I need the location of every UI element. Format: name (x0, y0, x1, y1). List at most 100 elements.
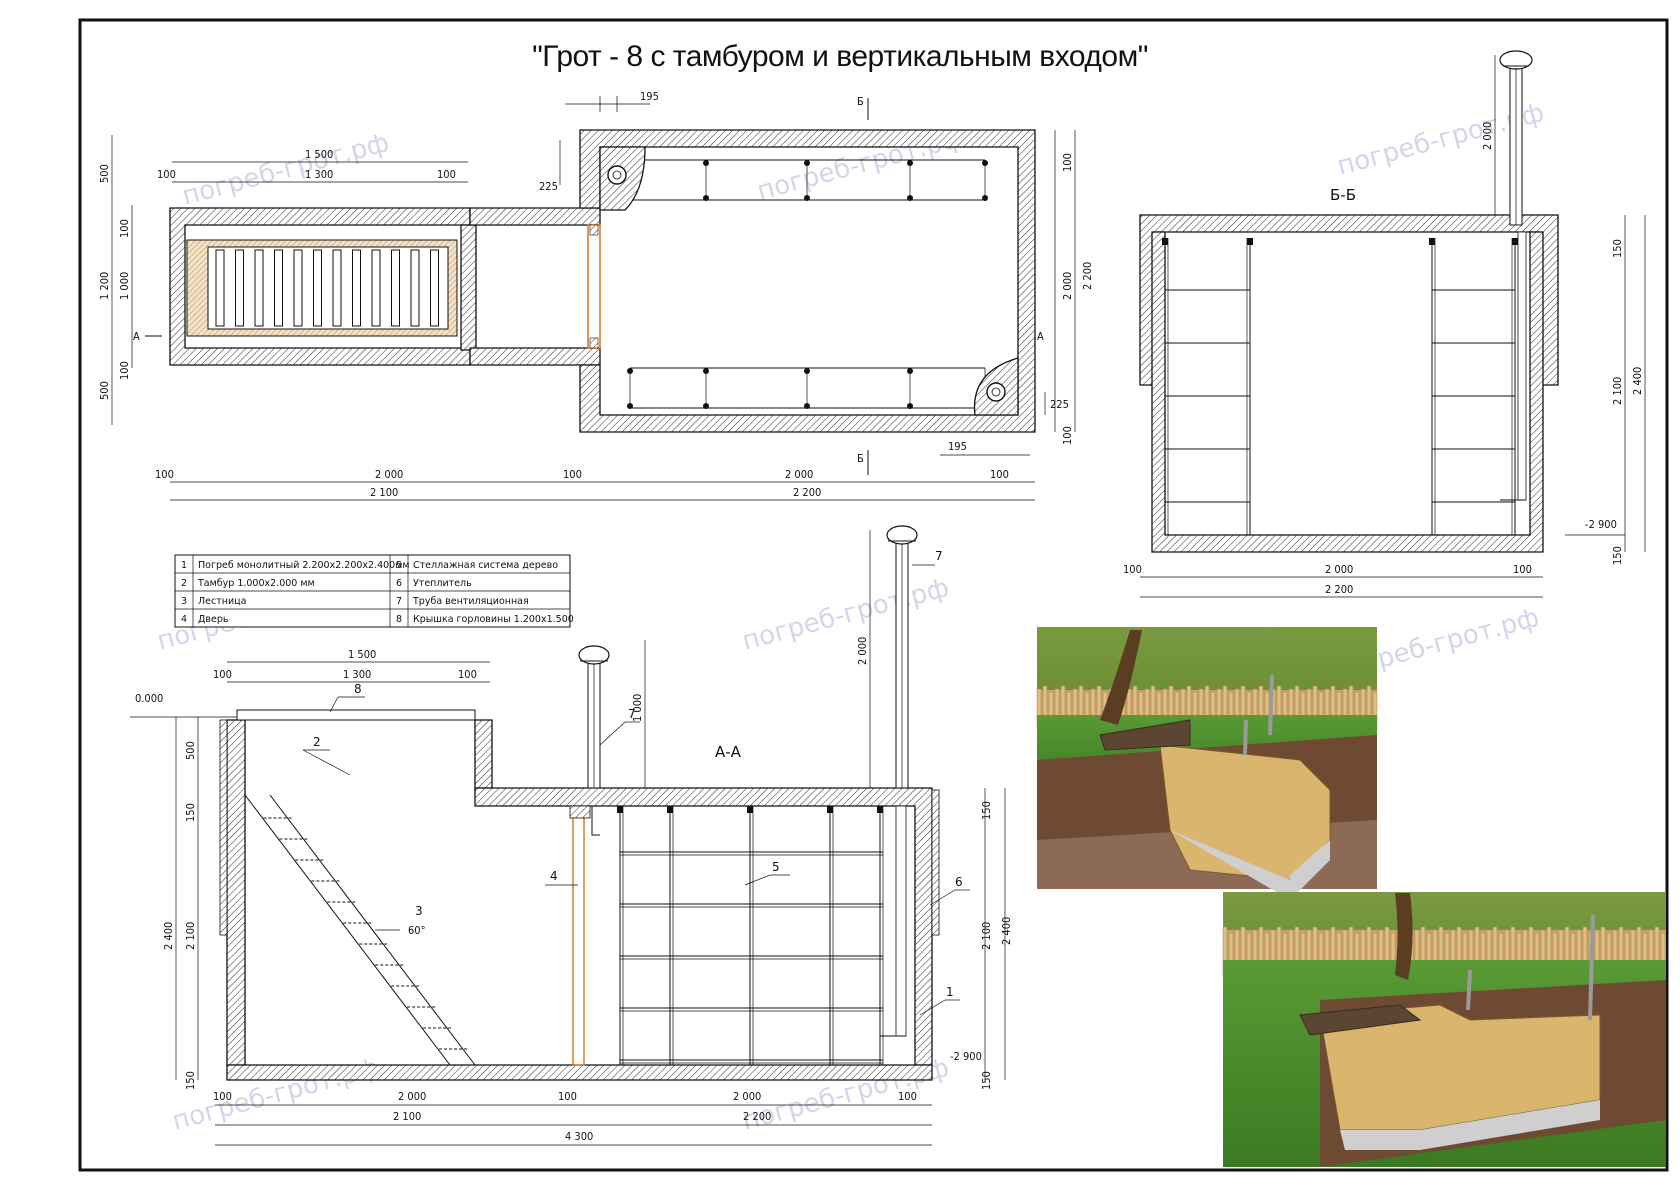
svg-text:8: 8 (354, 682, 362, 696)
aa-door (572, 814, 585, 1066)
svg-text:150: 150 (980, 801, 993, 820)
render-1 (1036, 627, 1378, 900)
svg-text:2 000: 2 000 (375, 468, 403, 481)
aa-vent-pipe-long (880, 525, 918, 1037)
aa-upper-wall (474, 719, 493, 789)
stair-tread (274, 249, 283, 327)
svg-text:150: 150 (980, 1071, 993, 1090)
drawing-title: "Грот - 8 с тамбуром и вертикальным вход… (532, 40, 1148, 73)
svg-text:2 000: 2 000 (1325, 563, 1353, 576)
stair-tread (352, 249, 361, 327)
legend-number: 7 (396, 596, 402, 607)
svg-text:5: 5 (772, 860, 780, 874)
sheet-frame (78, 18, 1669, 1172)
svg-text:100: 100 (118, 219, 131, 238)
aa-tambour-wall (226, 719, 246, 1066)
watermark: погреб-грот.рф (739, 573, 952, 657)
legend-number: 4 (181, 614, 187, 625)
svg-text:2 100: 2 100 (184, 922, 197, 950)
corridor-top-wall (469, 207, 601, 226)
svg-text:6: 6 (955, 875, 963, 889)
section-aa: А-А 0.000 (130, 525, 1013, 1146)
legend-number: 1 (181, 560, 187, 571)
svg-text:0.000: 0.000 (135, 692, 163, 705)
legend-number: 2 (181, 578, 187, 589)
legend-text: Тамбур 1.000х2.000 мм (197, 578, 315, 589)
svg-text:3: 3 (415, 904, 423, 918)
aa-stairs (244, 794, 476, 1066)
svg-text:1 300: 1 300 (305, 168, 333, 181)
svg-text:100: 100 (1061, 426, 1074, 445)
svg-text:2 000: 2 000 (398, 1090, 426, 1103)
section-bb-shelves (1162, 238, 1518, 535)
svg-text:100: 100 (563, 468, 582, 481)
svg-text:100: 100 (155, 468, 174, 481)
legend-text: Погреб монолитный 2.200х2.200х2.400мм (198, 560, 410, 571)
stair-tread (371, 249, 381, 327)
legend-text: Утеплитель (413, 578, 472, 589)
svg-text:4: 4 (550, 869, 558, 883)
section-bb-walls (1139, 214, 1559, 386)
svg-text:500: 500 (98, 381, 111, 400)
vent-pipe-bottom (986, 382, 1006, 402)
svg-text:1 500: 1 500 (348, 648, 376, 661)
svg-text:100: 100 (990, 468, 1009, 481)
svg-text:2 200: 2 200 (1081, 262, 1094, 290)
stair-tread (254, 249, 264, 327)
svg-text:100: 100 (118, 361, 131, 380)
svg-text:2 000: 2 000 (1061, 272, 1074, 300)
stair-tread (430, 249, 439, 327)
stair-treads (215, 249, 439, 327)
svg-text:2 200: 2 200 (1325, 583, 1353, 596)
svg-text:1 500: 1 500 (305, 148, 333, 161)
svg-text:2 200: 2 200 (793, 486, 821, 499)
svg-text:225: 225 (539, 180, 558, 193)
svg-text:А: А (133, 330, 140, 343)
aa-dimensions: 1 500 100 1 300 100 500 150 2 400 2 100 … (162, 530, 1013, 1146)
svg-text:4 300: 4 300 (565, 1130, 593, 1143)
svg-text:1 000: 1 000 (631, 694, 644, 722)
svg-text:2 000: 2 000 (856, 637, 869, 665)
svg-text:1 000: 1 000 (118, 272, 131, 300)
svg-text:100: 100 (213, 668, 232, 681)
svg-text:500: 500 (184, 741, 197, 760)
vent-pipe-top (607, 165, 627, 185)
aa-vent-pipe-short (578, 645, 610, 836)
svg-text:7: 7 (935, 549, 943, 563)
stair-tread (391, 249, 400, 327)
svg-text:2 000: 2 000 (733, 1090, 761, 1103)
corridor-bottom-wall (469, 347, 601, 366)
svg-text:2 400: 2 400 (162, 922, 175, 950)
svg-text:2 000: 2 000 (1481, 122, 1494, 150)
stair-tread (293, 249, 303, 327)
door-insulation (587, 224, 601, 349)
legend-text: Дверь (198, 614, 229, 625)
svg-text:150: 150 (184, 1071, 197, 1090)
stair-tread (215, 249, 225, 327)
svg-text:1 300: 1 300 (343, 668, 371, 681)
shelving-bottom (627, 367, 986, 409)
legend-number: 5 (396, 560, 402, 571)
svg-text:1 200: 1 200 (98, 272, 111, 300)
legend-number: 6 (396, 578, 402, 589)
shelving-top (627, 159, 988, 201)
svg-text:100: 100 (898, 1090, 917, 1103)
section-bb-title: Б-Б (1330, 186, 1356, 204)
render-2 (1222, 892, 1666, 1167)
section-aa-title: А-А (715, 743, 742, 761)
svg-text:500: 500 (98, 164, 111, 183)
svg-text:-2 900: -2 900 (950, 1050, 982, 1063)
legend-text: Труба вентиляционная (412, 596, 529, 607)
tambour-wall-right (460, 224, 477, 351)
svg-text:2 000: 2 000 (785, 468, 813, 481)
svg-text:Б: Б (857, 452, 864, 465)
svg-text:2 400: 2 400 (1631, 367, 1644, 395)
legend-number: 3 (181, 596, 187, 607)
section-bb-shell (1151, 231, 1544, 553)
svg-text:100: 100 (458, 668, 477, 681)
section-bb: Б-Б 2 000 150 2 100 2 400 150 -2 900 100… (1123, 50, 1646, 598)
svg-text:150: 150 (1611, 546, 1624, 565)
stair-tread (235, 249, 244, 327)
svg-text:2 100: 2 100 (980, 922, 993, 950)
